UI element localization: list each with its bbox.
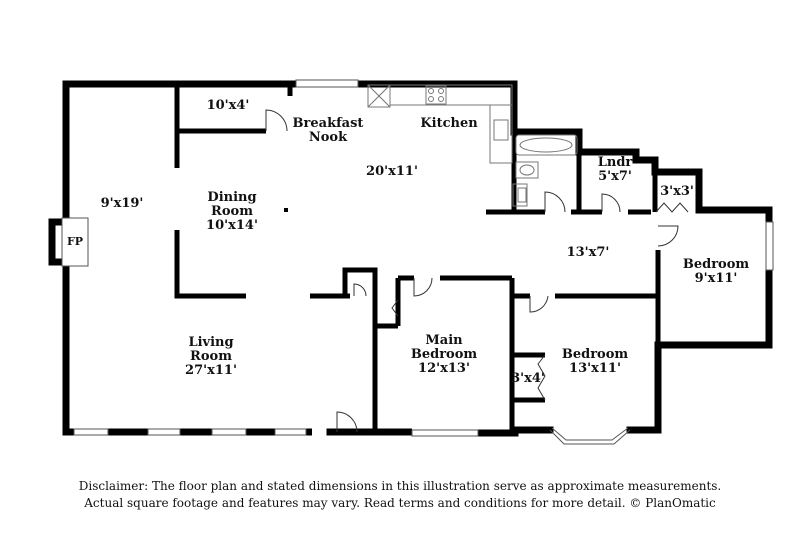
dining-dims: 10'x14' — [206, 218, 258, 233]
kitchen-dims: 20'x11' — [366, 164, 418, 179]
living-label-2: Room — [190, 349, 232, 364]
laundry-dims: 5'x7' — [598, 169, 632, 184]
doors — [265, 109, 689, 433]
bay-window — [549, 427, 631, 445]
room-labels: 10'x4' Breakfast Nook Kitchen 20'x11' Ln… — [67, 98, 749, 386]
bedroom-lower-dims: 13'x11' — [569, 361, 621, 376]
closet-bed-dims: 3'x4' — [511, 371, 545, 386]
main-bedroom-label-2: Bedroom — [411, 347, 478, 362]
exterior-walls — [62, 80, 773, 437]
hall-dims: 13'x7' — [567, 245, 610, 260]
fireplace — [48, 217, 89, 267]
bedroom-lower-label: Bedroom — [562, 347, 629, 362]
laundry-label: Lndr — [598, 155, 633, 170]
bedroom-right-dims: 9'x11' — [695, 271, 738, 286]
dining-label-2: Room — [211, 204, 253, 219]
living-label-1: Living — [188, 335, 233, 350]
main-bedroom-dims: 12'x13' — [418, 361, 470, 376]
bath-fixtures — [512, 134, 578, 207]
bedroom-right-label: Bedroom — [683, 257, 750, 272]
main-bedroom-label-1: Main — [425, 333, 463, 348]
disclaimer: Disclaimer: The floor plan and stated di… — [0, 478, 800, 512]
kitchen-fixtures — [367, 84, 513, 164]
disclaimer-line-1: Disclaimer: The floor plan and stated di… — [78, 479, 722, 493]
living-dims: 27'x11' — [185, 363, 237, 378]
fireplace-label: FP — [67, 235, 83, 248]
interior-walls — [174, 84, 702, 433]
kitchen-label: Kitchen — [420, 116, 478, 131]
breakfast-nook-label-1: Breakfast — [293, 116, 364, 131]
breakfast-nook-label-2: Nook — [309, 130, 348, 145]
closet-small-dims: 3'x3' — [660, 184, 694, 199]
left-room-dims: 9'x19' — [101, 196, 144, 211]
disclaimer-line-2: Actual square footage and features may v… — [84, 496, 716, 510]
dining-label-1: Dining — [207, 190, 256, 205]
windows — [73, 79, 774, 437]
closet-top-dims: 10'x4' — [207, 98, 250, 113]
